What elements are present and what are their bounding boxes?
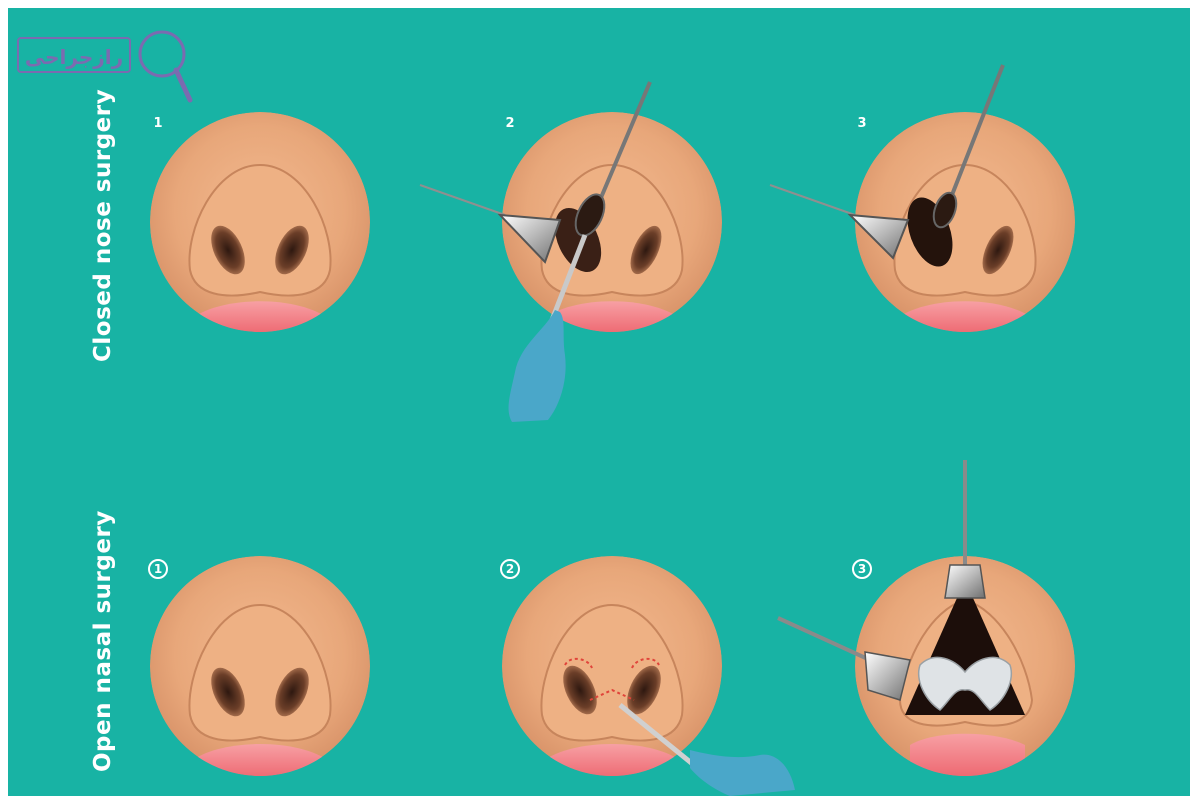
- step-number-closed-1: 1: [149, 115, 167, 133]
- step-number-closed-2: 2: [501, 115, 519, 133]
- nose-open-step-1: [150, 556, 370, 785]
- step-number-open-3: 3: [852, 559, 872, 579]
- step-number-open-2: 2: [500, 559, 520, 579]
- step-number-open-1: 1: [148, 559, 168, 579]
- nose-open-step-2: [502, 556, 722, 785]
- row-title-closed: Closed nose surgery: [90, 89, 116, 362]
- logo-text: رازجراحی: [25, 45, 123, 69]
- row-title-open: Open nasal surgery: [90, 510, 116, 772]
- step-number-closed-3: 3: [853, 115, 871, 133]
- nose-closed-step-1: [150, 112, 370, 340]
